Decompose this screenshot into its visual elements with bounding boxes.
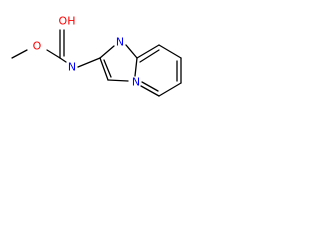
ring-n-top-label: N — [116, 36, 124, 49]
bond-py-c8a-c8 — [136, 44, 160, 59]
bond-methyl-ether — [11, 49, 28, 59]
ether-o-label: O — [33, 40, 42, 53]
bond-py-c5-n4-double — [141, 81, 159, 92]
bond-py-c8a-c8-double — [139, 49, 160, 63]
bond-ring-c2-c3 — [99, 57, 109, 81]
bond-py-c6-c5 — [158, 82, 182, 97]
bond-py-c8-c7 — [158, 44, 182, 59]
hydroxyl-o-label: OH — [59, 15, 76, 28]
bond-ether-carbonyl — [46, 49, 61, 59]
bond-ring-c2-n1 — [99, 45, 115, 59]
bond-py-c5-n4 — [140, 85, 160, 97]
bond-ring-c8a-n4 — [134, 57, 138, 77]
bond-carbonyl-amide-n — [59, 57, 67, 63]
bond-ring-c3-n4 — [107, 79, 129, 82]
bond-ring-n1-c8a — [125, 44, 138, 59]
bond-ring-c2-c3-double — [103, 59, 112, 78]
bond-amide-n-ring — [77, 57, 101, 68]
bridgehead-n-label: N — [132, 76, 140, 89]
chemical-structure: OH O N N N — [11, 15, 182, 97]
amide-n-label: N — [68, 61, 76, 74]
